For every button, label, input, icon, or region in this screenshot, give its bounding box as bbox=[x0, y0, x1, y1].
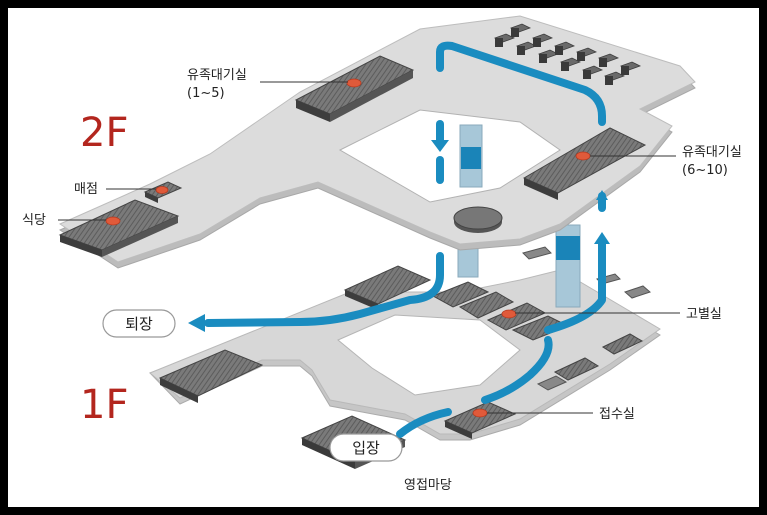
label-restaurant: 식당 bbox=[22, 213, 46, 228]
label-waiting-room-1-5-range: (1~5) bbox=[187, 86, 225, 101]
leader-lines bbox=[58, 81, 680, 414]
exit-label: 퇴장 bbox=[125, 315, 153, 333]
label-farewell-room: 고별실 bbox=[686, 307, 722, 322]
columns-2f bbox=[453, 124, 503, 233]
floor-2f-rooms bbox=[58, 55, 647, 257]
label-courtyard: 영접마당 bbox=[404, 478, 452, 493]
floor-label-1f: 1F bbox=[80, 382, 128, 428]
label-reception: 접수실 bbox=[599, 407, 635, 422]
flow-arrows bbox=[204, 41, 606, 438]
label-waiting-room-6-10-range: (6~10) bbox=[682, 163, 728, 178]
floor-label-2f: 2F bbox=[80, 110, 128, 156]
label-waiting-room-6-10: 유족대기실 bbox=[682, 145, 742, 160]
location-markers bbox=[105, 78, 591, 418]
label-waiting-room-1-5: 유족대기실 bbox=[187, 68, 247, 83]
parking-blocks bbox=[493, 23, 642, 85]
floor-1f-rooms bbox=[158, 246, 651, 439]
flow-arrowheads bbox=[188, 140, 610, 332]
entrance-pill: 입장 bbox=[329, 433, 403, 462]
label-shop: 매점 bbox=[74, 182, 98, 197]
entrance-label: 입장 bbox=[352, 439, 380, 457]
exit-pill: 퇴장 bbox=[102, 309, 176, 338]
